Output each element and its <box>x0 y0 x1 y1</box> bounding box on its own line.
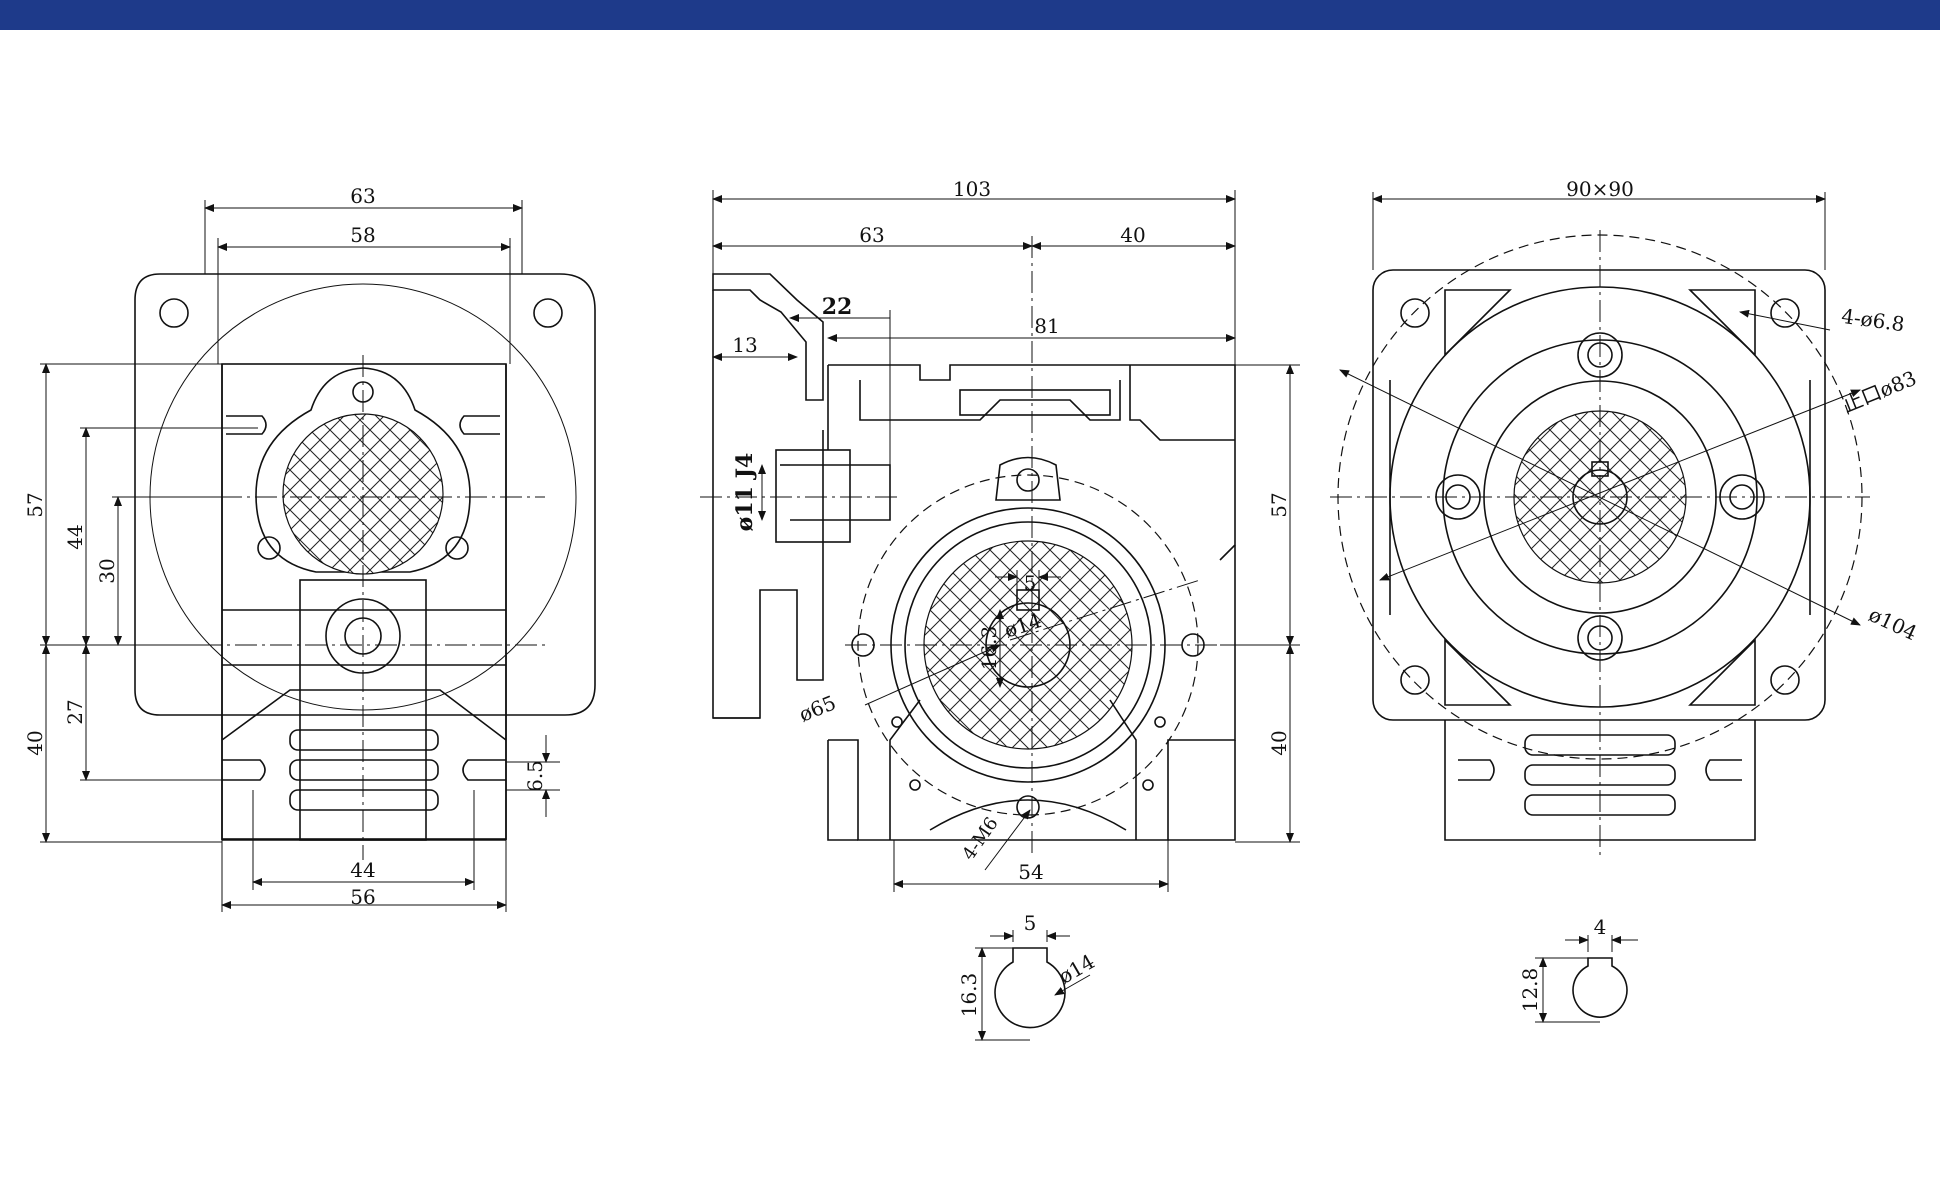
keyway-detail-2: 4 12.8 <box>1518 915 1638 1023</box>
dim-6-5: 6.5 <box>523 760 547 792</box>
dim-4-m6: 4-M6 <box>958 813 1002 864</box>
dim-13: 13 <box>732 333 757 357</box>
dim-104: ø104 <box>1865 602 1921 645</box>
key1-width: 5 <box>1024 911 1037 935</box>
dim-22: 22 <box>822 294 853 320</box>
dim-81: 81 <box>1034 314 1059 338</box>
dim-key-16-3: 16.3 <box>977 626 1001 671</box>
dim-40-side-b: 40 <box>1267 730 1291 755</box>
dim-63-side: 63 <box>859 223 884 247</box>
dim-40: 40 <box>23 730 47 755</box>
dim-103: 103 <box>953 177 991 201</box>
dim-11-j4: ø11 J4 <box>732 453 758 532</box>
header-bar <box>0 0 1940 30</box>
dim-44: 44 <box>63 524 87 549</box>
dim-key-5: 5 <box>1024 571 1037 595</box>
dim-58: 58 <box>350 223 375 247</box>
keyway-detail-1: 5 16.3 ø14 <box>957 911 1099 1041</box>
front-view: 63 58 57 44 30 27 40 6.5 44 56 <box>23 184 596 912</box>
dim-44-bottom: 44 <box>350 858 375 882</box>
dim-40-side: 40 <box>1120 223 1145 247</box>
dim-27: 27 <box>63 699 87 724</box>
key1-height: 16.3 <box>957 973 981 1018</box>
dim-57: 57 <box>23 492 47 517</box>
key1-diameter: ø14 <box>1054 949 1098 989</box>
dim-4-6-8: 4-ø6.8 <box>1840 304 1906 337</box>
dim-63: 63 <box>350 184 375 208</box>
dim-30: 30 <box>95 558 119 583</box>
dim-65: ø65 <box>795 690 839 726</box>
dim-56: 56 <box>350 885 375 909</box>
dim-90x90: 90×90 <box>1566 177 1634 201</box>
dim-54: 54 <box>1018 860 1043 884</box>
flange-view: 90×90 4-ø6.8 止口ø83 ø104 <box>1330 177 1921 860</box>
dim-spigot-83: 止口ø83 <box>1839 366 1920 417</box>
dim-57-side: 57 <box>1267 492 1291 517</box>
key2-width: 4 <box>1594 915 1607 939</box>
side-view: 103 63 40 22 13 81 57 40 54 ø11 J4 5 16.… <box>700 177 1300 892</box>
key2-height: 12.8 <box>1518 968 1542 1013</box>
